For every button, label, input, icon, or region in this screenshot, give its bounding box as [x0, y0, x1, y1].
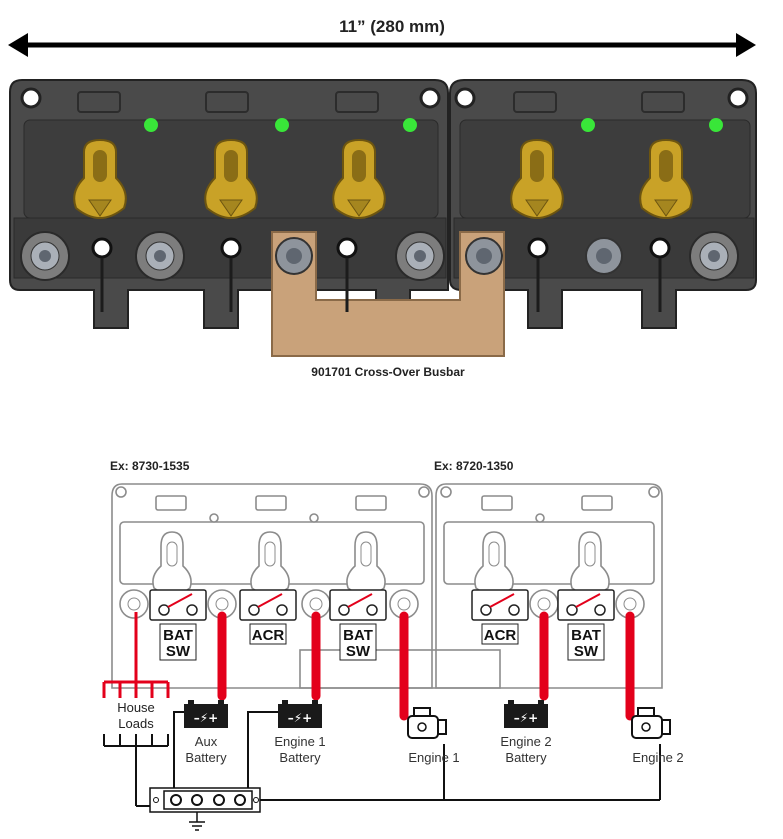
- battery-label: Aux: [195, 734, 218, 749]
- busbar-label: 901701 Cross-Over Busbar: [311, 365, 465, 379]
- terminal-stud: [135, 231, 185, 281]
- engine-label: Engine 1: [408, 750, 459, 765]
- brass-knob: [332, 138, 386, 219]
- switch-label: ACR: [484, 627, 517, 644]
- led-indicator: [403, 118, 417, 132]
- switch-label: SW: [574, 643, 599, 660]
- switch-label: SW: [346, 643, 371, 660]
- mount-hole: [336, 237, 358, 312]
- terminal-stud: [465, 237, 503, 275]
- knob-outline: [346, 531, 386, 596]
- battery-label: Battery: [505, 750, 547, 765]
- brass-knob: [73, 138, 127, 219]
- battery-label: Engine 2: [500, 734, 551, 749]
- led-indicator: [144, 118, 158, 132]
- engine-icon: Engine 2: [631, 707, 684, 765]
- switch-symbol: ACR: [239, 589, 297, 645]
- dimension-arrow: [8, 33, 756, 57]
- red-cables: [217, 611, 635, 721]
- knob-outline: [474, 531, 514, 596]
- switch-label: BAT: [163, 627, 193, 644]
- brass-knob: [204, 138, 258, 219]
- terminal-stud: [395, 231, 445, 281]
- switch-symbol: ACR: [471, 589, 529, 645]
- battery-label: Battery: [185, 750, 227, 765]
- battery-label: Engine 1: [274, 734, 325, 749]
- engine-icon: Engine 1: [407, 707, 460, 765]
- brass-knob: [639, 138, 693, 219]
- terminal-stud: [275, 237, 313, 275]
- dimension-label: 11” (280 mm): [339, 17, 445, 36]
- led-indicator: [709, 118, 723, 132]
- svg-text:–⚡+: –⚡+: [194, 711, 218, 725]
- house-loads-label-line1: House: [117, 700, 155, 715]
- status-leds: [144, 118, 723, 132]
- svg-text:–⚡+: –⚡+: [514, 711, 538, 725]
- ground-bus: [149, 787, 261, 831]
- svg-text:–⚡+: –⚡+: [288, 711, 312, 725]
- terminal-studs: [20, 231, 739, 312]
- mount-hole: [649, 237, 671, 312]
- switch-label: SW: [166, 643, 191, 660]
- house-loads-label-line2: Loads: [118, 716, 154, 731]
- switch-label: BAT: [343, 627, 373, 644]
- mount-hole: [220, 237, 242, 312]
- led-indicator: [275, 118, 289, 132]
- switch-label: BAT: [571, 627, 601, 644]
- house-loads-fan: [102, 612, 170, 698]
- battery-label: Battery: [279, 750, 321, 765]
- led-indicator: [581, 118, 595, 132]
- brass-knob: [510, 138, 564, 219]
- cross-over-busbar: [271, 231, 505, 357]
- stud-outlines: [119, 589, 645, 619]
- stud-outline: [119, 589, 149, 619]
- terminal-stud: [689, 231, 739, 281]
- brass-knobs: [73, 138, 693, 219]
- mount-hole: [527, 237, 549, 312]
- example-right-label: Ex: 8720-1350: [434, 459, 514, 473]
- knob-outline: [152, 531, 192, 596]
- terminal-stud: [20, 231, 70, 281]
- knob-outline: [570, 531, 610, 596]
- knob-outlines: [152, 531, 610, 596]
- switch-label: ACR: [252, 627, 285, 644]
- mount-hole: [91, 237, 113, 312]
- engine-label: Engine 2: [632, 750, 683, 765]
- example-left-label: Ex: 8730-1535: [110, 459, 190, 473]
- terminal-stud: [585, 237, 623, 275]
- engines: Engine 1 Engine 2: [407, 707, 684, 765]
- knob-outline: [250, 531, 290, 596]
